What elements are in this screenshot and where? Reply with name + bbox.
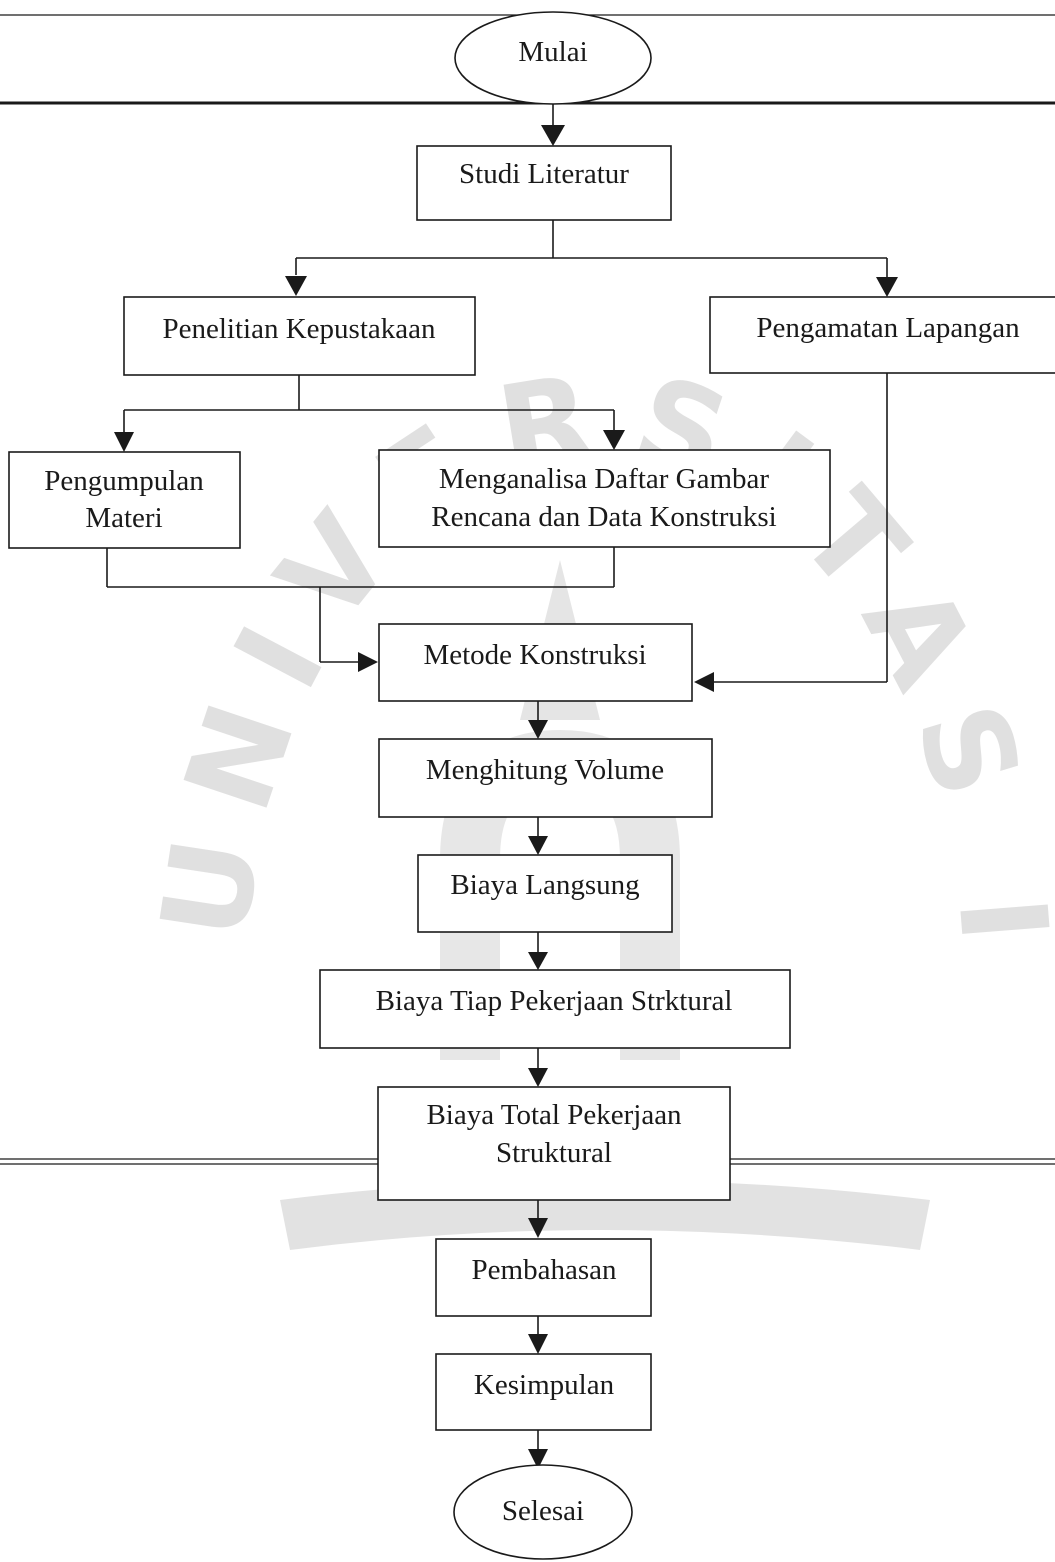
biaya-langsung-label: Biaya Langsung	[450, 869, 639, 901]
kesimpulan-label: Kesimpulan	[474, 1369, 615, 1401]
pengamatan-lapangan-label: Pengamatan Lapangan	[756, 312, 1020, 344]
biaya-total-line2: Struktural	[496, 1137, 612, 1169]
node-menganalisa: Menganalisa Daftar Gambar Rencana dan Da…	[378, 449, 831, 548]
pengumpulan-materi-line2: Materi	[85, 502, 162, 534]
pembahasan-label: Pembahasan	[472, 1254, 617, 1286]
node-biaya-tiap-pekerjaan: Biaya Tiap Pekerjaan Strktural	[319, 969, 791, 1049]
node-kesimpulan: Kesimpulan	[435, 1353, 652, 1431]
start-terminator: Mulai	[454, 11, 652, 105]
menghitung-volume-label: Menghitung Volume	[426, 754, 664, 786]
end-terminator: Selesai	[453, 1464, 633, 1560]
penelitian-kepustakaan-label: Penelitian Kepustakaan	[163, 313, 436, 345]
node-pengumpulan-materi: Pengumpulan Materi	[8, 451, 241, 549]
pengumpulan-materi-line1: Pengumpulan	[44, 465, 204, 497]
node-biaya-langsung: Biaya Langsung	[417, 854, 673, 933]
connectors	[106, 104, 888, 1449]
node-pembahasan: Pembahasan	[435, 1238, 652, 1317]
menganalisa-line2: Rencana dan Data Konstruksi	[431, 501, 776, 533]
node-menghitung-volume: Menghitung Volume	[378, 738, 713, 818]
node-pengamatan-lapangan: Pengamatan Lapangan	[709, 296, 1055, 374]
metode-konstruksi-label: Metode Konstruksi	[423, 639, 646, 671]
studi-literatur-label: Studi Literatur	[459, 158, 629, 190]
end-label: Selesai	[502, 1495, 584, 1527]
arrow-heads	[114, 125, 898, 1469]
node-biaya-total: Biaya Total Pekerjaan Struktural	[377, 1086, 731, 1201]
node-metode-konstruksi: Metode Konstruksi	[378, 623, 693, 702]
start-label: Mulai	[518, 36, 587, 68]
biaya-total-line1: Biaya Total Pekerjaan	[426, 1099, 682, 1131]
node-penelitian-kepustakaan: Penelitian Kepustakaan	[123, 296, 476, 376]
node-studi-literatur: Studi Literatur	[416, 145, 672, 221]
menganalisa-line1: Menganalisa Daftar Gambar	[439, 463, 769, 495]
biaya-tiap-label: Biaya Tiap Pekerjaan Strktural	[376, 985, 733, 1017]
